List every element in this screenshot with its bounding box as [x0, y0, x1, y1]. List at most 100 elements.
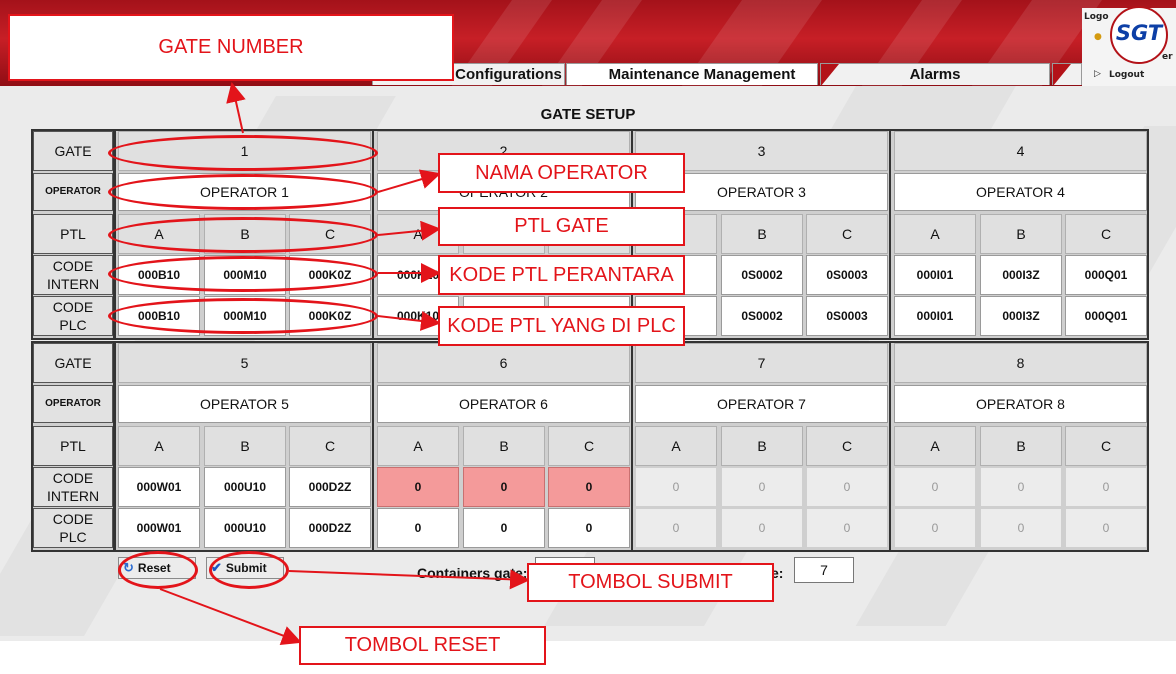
- user-label[interactable]: er: [1162, 52, 1173, 62]
- logo-text: SGT: [1115, 21, 1163, 45]
- ptl-letter: B: [980, 214, 1062, 254]
- code-plc-field[interactable]: 0: [721, 508, 803, 548]
- ring-ptl-gate: [108, 217, 378, 253]
- code-plc-field[interactable]: 0: [377, 508, 459, 548]
- second-field-label: e:: [771, 565, 784, 581]
- tab-configurations-label: Configurations: [455, 66, 562, 83]
- logout-icon: ▷: [1094, 69, 1101, 79]
- page-title: GATE SETUP: [540, 106, 636, 123]
- code-intern-field[interactable]: 000U10: [204, 467, 286, 507]
- ring-reset: [118, 551, 198, 589]
- logout-link[interactable]: Logout: [1109, 70, 1145, 80]
- code-intern-field[interactable]: 0: [980, 467, 1062, 507]
- row-label-gate: GATE: [33, 131, 113, 171]
- code-intern-field[interactable]: 000I3Z: [980, 255, 1062, 295]
- row-label-code-plc-line: CODE: [52, 511, 94, 527]
- code-plc-field[interactable]: 0S0002: [721, 296, 803, 336]
- row-label-code-plc-line: PLC: [59, 317, 87, 333]
- code-plc-field[interactable]: 0: [980, 508, 1062, 548]
- code-plc-field[interactable]: 000U10: [204, 508, 286, 548]
- ptl-letter: C: [1065, 426, 1147, 466]
- code-intern-field[interactable]: 0: [377, 467, 459, 507]
- code-intern-field[interactable]: 0S0003: [806, 255, 888, 295]
- ptl-letter: C: [289, 426, 371, 466]
- code-plc-field[interactable]: 0S0003: [806, 296, 888, 336]
- ptl-letter: B: [980, 426, 1062, 466]
- code-plc-field[interactable]: 000I01: [894, 296, 976, 336]
- annotation-tombol-submit: TOMBOL SUBMIT: [527, 563, 774, 602]
- annotation-kode-ptl-plc: KODE PTL YANG DI PLC: [438, 306, 685, 346]
- code-intern-field[interactable]: 0: [635, 467, 717, 507]
- containers-gate-label: Containers gate:: [417, 565, 528, 581]
- annotation-ptl-gate: PTL GATE: [438, 207, 685, 246]
- row-label-code-plc-line: CODE: [52, 299, 94, 315]
- operator-field[interactable]: OPERATOR 4: [894, 173, 1147, 211]
- row-label-code-intern: CODE INTERN: [33, 467, 113, 507]
- ptl-letter: A: [894, 426, 976, 466]
- ring-gate-number: [108, 135, 378, 171]
- sgt-logo: SGT: [1110, 6, 1168, 64]
- row-label-code-plc: CODE PLC: [33, 508, 113, 548]
- operator-field[interactable]: OPERATOR 6: [377, 385, 630, 423]
- code-plc-field[interactable]: 0: [894, 508, 976, 548]
- row-label-ptl: PTL: [33, 426, 113, 466]
- annotation-tombol-reset: TOMBOL RESET: [299, 626, 546, 665]
- row-label-code-intern-line: CODE: [52, 470, 94, 486]
- ptl-letter: B: [463, 426, 545, 466]
- tab-maintenance-label: Maintenance Management: [608, 66, 796, 83]
- row-label-code-intern-line: INTERN: [46, 276, 100, 292]
- code-plc-field[interactable]: 000W01: [118, 508, 200, 548]
- gate-number: 7: [635, 343, 888, 383]
- code-intern-field[interactable]: 0: [894, 467, 976, 507]
- ring-submit: [209, 551, 289, 589]
- column-divider: [889, 131, 891, 338]
- tab-alarms[interactable]: Alarms: [820, 63, 1050, 86]
- code-intern-field[interactable]: 000I01: [894, 255, 976, 295]
- code-intern-field[interactable]: 0: [721, 467, 803, 507]
- tab-maintenance-management[interactable]: Maintenance Management: [566, 63, 818, 85]
- code-intern-field[interactable]: 0: [463, 467, 545, 507]
- ring-code-intern: [108, 256, 378, 292]
- ptl-letter: C: [1065, 214, 1147, 254]
- login-label[interactable]: Logo: [1084, 12, 1109, 22]
- ptl-letter: C: [806, 214, 888, 254]
- code-plc-field[interactable]: 000Q01: [1065, 296, 1147, 336]
- code-intern-field[interactable]: 000D2Z: [289, 467, 371, 507]
- row-label-code-plc: CODE PLC: [33, 296, 113, 336]
- row-label-code-intern: CODE INTERN: [33, 255, 113, 295]
- row-label-code-plc-line: PLC: [59, 529, 87, 545]
- operator-field[interactable]: OPERATOR 8: [894, 385, 1147, 423]
- annotation-nama-operator: NAMA OPERATOR: [438, 153, 685, 193]
- code-intern-field[interactable]: 0: [806, 467, 888, 507]
- second-field-input[interactable]: 7: [794, 557, 854, 583]
- annotation-kode-ptl-perantara: KODE PTL PERANTARA: [438, 255, 685, 295]
- gate-number: 8: [894, 343, 1147, 383]
- code-plc-field[interactable]: 0: [463, 508, 545, 548]
- ptl-letter: C: [806, 426, 888, 466]
- gate-number: 4: [894, 131, 1147, 171]
- code-plc-field[interactable]: 000I3Z: [980, 296, 1062, 336]
- code-intern-field[interactable]: 0: [1065, 467, 1147, 507]
- ptl-letter: A: [894, 214, 976, 254]
- code-plc-field[interactable]: 0: [635, 508, 717, 548]
- lock-icon: ●: [1094, 32, 1102, 42]
- row-label-code-intern-line: INTERN: [46, 488, 100, 504]
- column-divider: [889, 343, 891, 550]
- code-plc-field[interactable]: 0: [548, 508, 630, 548]
- code-plc-field[interactable]: 000D2Z: [289, 508, 371, 548]
- operator-field[interactable]: OPERATOR 5: [118, 385, 371, 423]
- code-intern-field[interactable]: 000W01: [118, 467, 200, 507]
- code-plc-field[interactable]: 0: [1065, 508, 1147, 548]
- tab-more[interactable]: [1052, 63, 1082, 86]
- row-label-ptl: PTL: [33, 214, 113, 254]
- row-label-gate: GATE: [33, 343, 113, 383]
- code-intern-field[interactable]: 000Q01: [1065, 255, 1147, 295]
- annotation-gate-number: GATE NUMBER: [8, 14, 454, 81]
- row-label-code-intern-line: CODE: [52, 258, 94, 274]
- operator-field[interactable]: OPERATOR 7: [635, 385, 888, 423]
- code-plc-field[interactable]: 0: [806, 508, 888, 548]
- code-intern-field[interactable]: 0S0002: [721, 255, 803, 295]
- column-divider: [113, 343, 116, 550]
- row-label-operator: OPERATOR: [33, 385, 113, 423]
- code-intern-field[interactable]: 0: [548, 467, 630, 507]
